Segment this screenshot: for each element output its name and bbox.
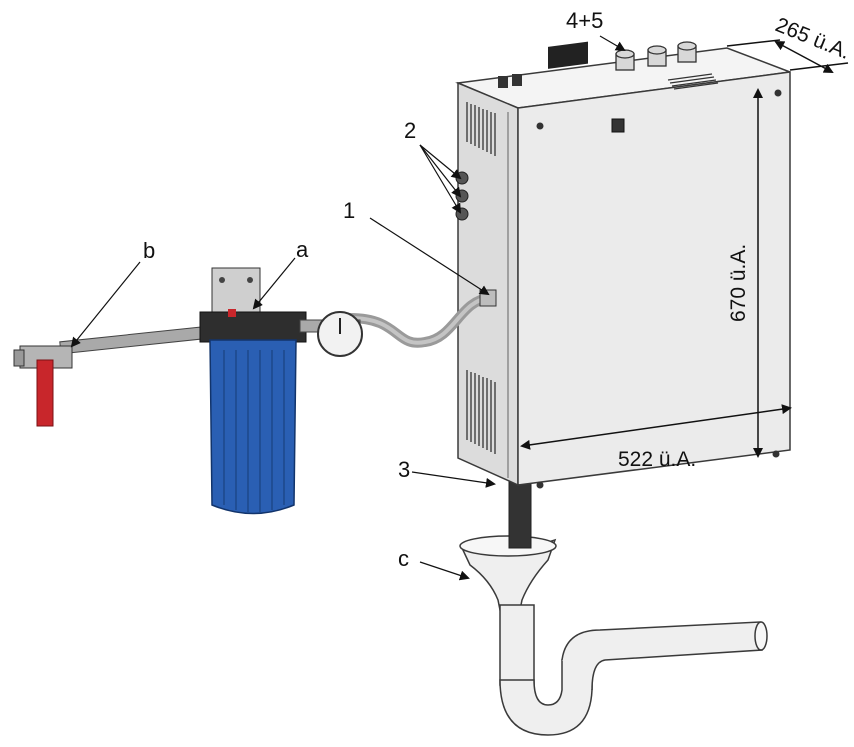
- callout-label-a: a: [296, 237, 309, 262]
- callout-label-3: 3: [398, 457, 410, 482]
- callout-lines: [70, 35, 626, 581]
- side-port: [455, 189, 469, 203]
- cabinet-display: [548, 41, 588, 69]
- filter-head: [199, 311, 307, 343]
- side-port: [455, 207, 469, 221]
- callout-label-b: b: [143, 238, 155, 263]
- drain-siphon: [459, 535, 768, 736]
- filter-bowl: [209, 339, 297, 515]
- cabinet-switch: [611, 118, 625, 133]
- callout-label-4-5: 4+5: [566, 8, 603, 33]
- inlet-pipe: [59, 325, 211, 355]
- callout-label-2: 2: [404, 118, 416, 143]
- dimension-height-label: 670 ü.A.: [727, 244, 750, 322]
- dimension-lines: [520, 39, 849, 458]
- valve-handle: [36, 359, 54, 427]
- water-filter: [13, 267, 363, 515]
- callout-label-c: c: [398, 546, 409, 571]
- cable-glands: [615, 41, 697, 71]
- hose-fitting: [479, 289, 497, 307]
- side-vent-top: [466, 102, 496, 156]
- drain-hose: [508, 481, 532, 549]
- dimension-depth-label: 265 ü.A.: [772, 13, 853, 64]
- dimension-width-label: 522 ü.A.: [618, 448, 696, 471]
- top-vent: [667, 73, 719, 90]
- side-vent-bottom: [466, 370, 496, 454]
- cabinet: [455, 41, 791, 489]
- callout-label-1: 1: [343, 198, 355, 223]
- side-port: [455, 171, 469, 185]
